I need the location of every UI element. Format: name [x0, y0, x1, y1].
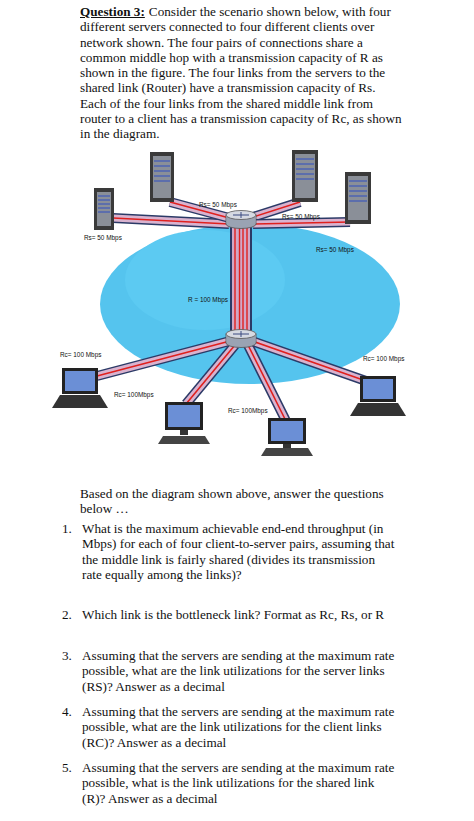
- server-icon: [292, 150, 318, 202]
- flow-line: [246, 224, 247, 336]
- link-capacity-label: Rs= 50 Mbps: [199, 201, 237, 209]
- tube-outline: [113, 218, 229, 224]
- link-capacity-label: Rs= 50 Mbps: [282, 213, 320, 221]
- server-case: [150, 152, 174, 202]
- router-top: [226, 330, 256, 339]
- laptop-base: [350, 403, 406, 416]
- question-number: 1.: [62, 521, 82, 536]
- flow-line: [253, 222, 350, 224]
- question-body: Consider the scenario shown below, with …: [80, 4, 402, 141]
- question-number: 3.: [62, 648, 82, 663]
- link-capacity-label: Rc= 100Mbps: [228, 407, 268, 415]
- desktop-icon: [261, 418, 313, 456]
- router-symbol: [226, 211, 256, 229]
- question-text: What is the maximum achievable end-end t…: [82, 521, 398, 582]
- question-text: Assuming that the servers are sending at…: [82, 704, 398, 750]
- flow-line: [186, 345, 235, 404]
- laptop-base: [52, 395, 108, 408]
- server-front: [348, 176, 368, 220]
- link-capacity-label: Rs= 50 Mbps: [84, 234, 122, 242]
- server-bays: [349, 181, 367, 201]
- monitor-stand: [180, 430, 188, 435]
- question-paragraph: Question 3:Consider the scenario shown b…: [80, 4, 402, 142]
- flow-line: [239, 224, 240, 336]
- server-bays: [98, 196, 110, 212]
- tube-body: [253, 222, 350, 224]
- server-bays: [154, 161, 170, 181]
- link-capacity-label: Rs= 50 Mbps: [316, 246, 354, 254]
- monitor-stand: [283, 444, 291, 448]
- link-capacity-label: Rc= 100 Mbps: [363, 355, 404, 363]
- server-link: [253, 222, 350, 224]
- tube-body: [113, 218, 229, 224]
- link-capacity-label: Rc= 100 Mbps: [60, 351, 101, 359]
- network-cloud: [125, 230, 285, 330]
- question-number: 2.: [62, 607, 82, 622]
- question-text: Which link is the bottleneck link? Forma…: [82, 607, 398, 622]
- flow-line: [252, 341, 366, 381]
- laptop-icon: [350, 376, 406, 416]
- question-number: 4.: [62, 704, 82, 719]
- server-case: [292, 150, 318, 202]
- tube-body: [252, 341, 366, 381]
- server-icon: [150, 152, 174, 202]
- server-icon: [345, 172, 371, 224]
- laptop-icon: [52, 368, 108, 408]
- link-capacity-label: Rc= 100Mbps: [114, 391, 154, 399]
- link-capacity-label: R = 100 Mbps: [188, 296, 228, 304]
- flow-line: [113, 218, 229, 224]
- server-case: [345, 172, 371, 224]
- laptop-screen-frame: [62, 368, 98, 394]
- monitor-frame: [165, 402, 203, 430]
- monitor-screen: [168, 405, 200, 427]
- keyboard: [261, 448, 313, 456]
- keyboard: [158, 436, 210, 444]
- server-link: [113, 218, 229, 224]
- server-front: [153, 156, 171, 198]
- server-front: [97, 192, 111, 226]
- flow-line: [234, 224, 235, 336]
- question-title: Question 3:: [80, 4, 145, 19]
- router-arrows: [233, 212, 249, 218]
- client-link: [186, 345, 235, 404]
- server-case: [94, 188, 114, 230]
- tube-body: [231, 224, 251, 336]
- question-number: 5.: [62, 760, 82, 775]
- question-text: Assuming that the servers are sending at…: [82, 760, 398, 806]
- tube-outline: [186, 345, 235, 404]
- question-text: Assuming that the servers are sending at…: [82, 648, 398, 694]
- router-arrows: [233, 331, 249, 337]
- flow-line: [242, 224, 243, 336]
- laptop-screen: [363, 379, 393, 399]
- monitor-screen: [271, 421, 303, 441]
- tube-outline: [252, 341, 366, 381]
- desktop-icon: [158, 402, 210, 444]
- shared-link: [231, 224, 251, 336]
- instruction-text: Based on the diagram shown above, answer…: [80, 486, 400, 517]
- laptop-screen: [65, 371, 95, 391]
- server-bays: [296, 159, 314, 179]
- laptop-screen-frame: [360, 376, 396, 402]
- server-icon: [94, 188, 114, 230]
- router-symbol: [226, 330, 256, 348]
- client-link: [252, 341, 366, 381]
- tube-outline: [253, 222, 350, 224]
- router-top: [226, 211, 256, 220]
- server-front: [295, 154, 315, 198]
- tube-body: [186, 345, 235, 404]
- monitor-frame: [268, 418, 306, 444]
